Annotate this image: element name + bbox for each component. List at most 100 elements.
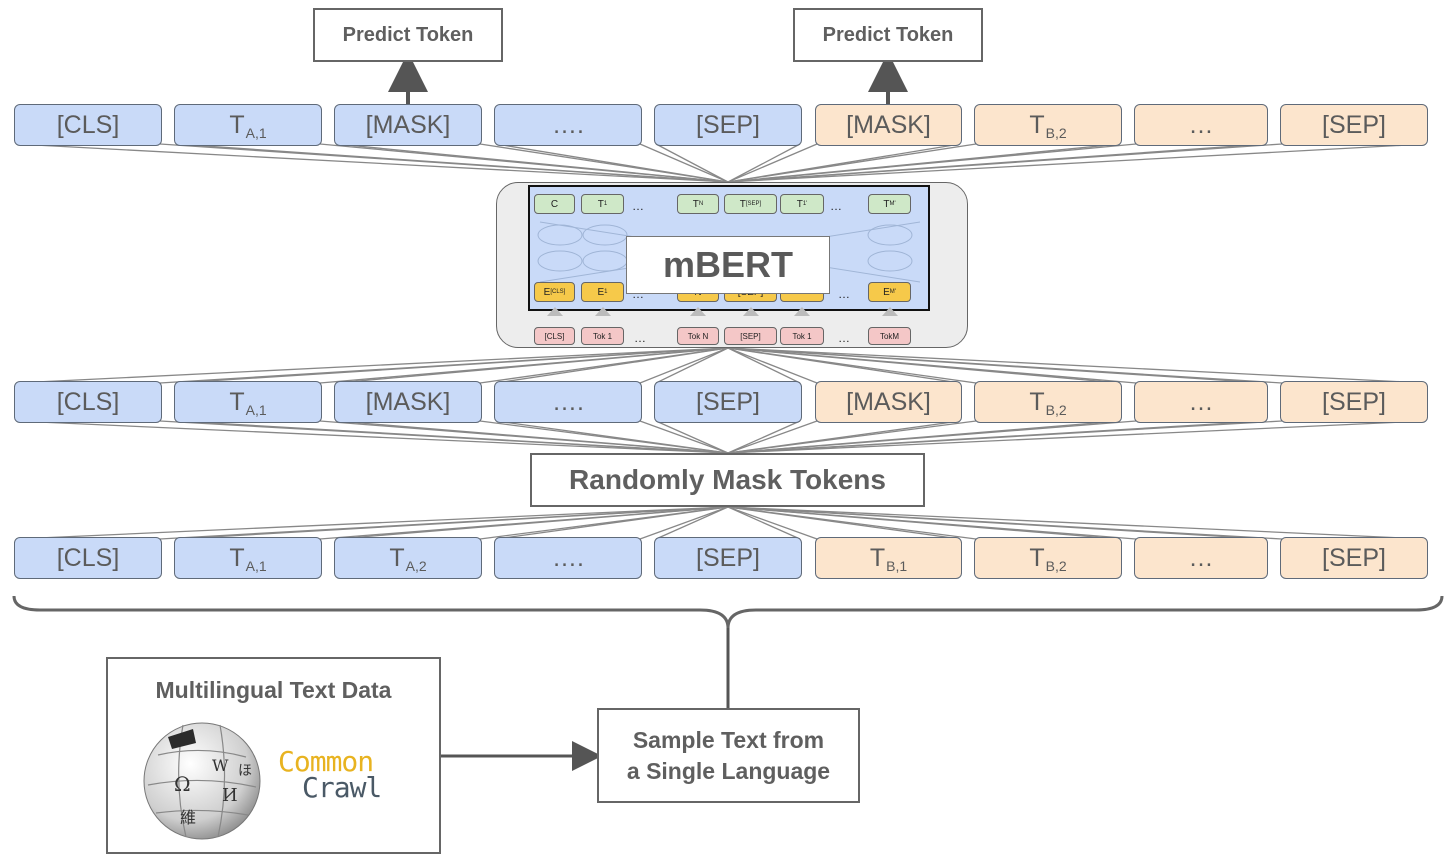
mbert-output-node-subscript: [SEP]	[745, 201, 762, 207]
svg-text:維: 維	[180, 808, 196, 827]
input-token-subscript: B,2	[1045, 558, 1067, 574]
fan-line-input-right	[319, 506, 729, 540]
output-token-8: [SEP]	[1280, 104, 1428, 146]
randomly-mask-tokens-label: Randomly Mask Tokens	[569, 464, 886, 495]
mbert-output-node-text: T	[597, 198, 604, 210]
sample-text-line2: a Single Language	[626, 757, 831, 784]
multilingual-text-data-box: Multilingual Text Data Ω W И 維 ほ Common …	[106, 657, 441, 854]
fan-line-input-right	[159, 506, 729, 540]
output-token-5: [MASK]	[815, 104, 962, 146]
mbert-ellipsis: …	[838, 331, 850, 345]
mbert-up-arrow-icon	[881, 307, 898, 316]
fan-line-masked-bottom-left	[15, 420, 729, 454]
fan-line-input-right	[727, 506, 1121, 540]
mbert-up-arrow-icon	[690, 307, 706, 316]
input-token-7: …	[1134, 537, 1268, 579]
masked-token-5: [MASK]	[815, 381, 962, 423]
common-crawl-logo-line1: Common	[278, 745, 374, 778]
fan-line-masked-bottom-right	[727, 420, 801, 454]
fan-line-masked-top-right	[159, 347, 729, 384]
mbert-output-node-text: T	[739, 198, 746, 210]
input-token-text: [CLS]	[56, 543, 120, 572]
output-token-text: [MASK]	[365, 110, 451, 139]
fan-line-output-left	[655, 143, 729, 183]
fan-line-output-right	[727, 143, 1121, 183]
input-token-text: [SEP]	[696, 543, 760, 572]
masked-token-text: [MASK]	[846, 387, 931, 416]
fan-line-masked-top-left	[15, 347, 729, 384]
fan-line-output-right	[727, 143, 961, 183]
input-token-text: …	[1188, 543, 1214, 572]
output-token-subscript: A,1	[245, 125, 267, 141]
masked-token-4: [SEP]	[654, 381, 802, 423]
mbert-up-arrow-icon	[546, 307, 563, 316]
output-token-text: [SEP]	[696, 110, 760, 139]
input-token-text: [SEP]	[1322, 543, 1386, 572]
mbert-input-node: [SEP]	[724, 327, 777, 345]
output-token-4: [SEP]	[654, 104, 802, 146]
svg-text:Ω: Ω	[174, 772, 191, 796]
mbert-ellipsis: …	[830, 199, 842, 213]
mbert-output-node: T[SEP]	[724, 194, 777, 214]
output-token-2: [MASK]	[334, 104, 482, 146]
fan-line-input-right	[479, 506, 729, 540]
fan-line-input-left	[15, 506, 729, 540]
mbert-input-node-text: [CLS]	[544, 331, 565, 341]
output-token-7: …	[1134, 104, 1268, 146]
mbert-embedding-node-subscript: [CLS]	[550, 289, 566, 295]
masked-token-text: [CLS]	[56, 387, 120, 416]
input-token-text: T	[1029, 543, 1045, 572]
input-token-text: T	[389, 543, 405, 572]
svg-text:W: W	[212, 756, 229, 775]
mbert-up-arrow-icon	[794, 307, 810, 316]
sample-text-box: Sample Text from a Single Language	[597, 708, 860, 803]
mbert-embedding-node-text: E	[543, 286, 551, 298]
fan-line-masked-top-right	[727, 347, 1427, 384]
fan-line-output-right	[479, 143, 729, 183]
fan-line-masked-top-right	[639, 347, 729, 384]
masked-token-7: …	[1134, 381, 1268, 423]
svg-text:ほ: ほ	[238, 763, 252, 779]
mbert-embedding-node: E[CLS]	[534, 282, 575, 302]
output-token-text: ….	[552, 110, 584, 139]
fan-line-output-right	[727, 143, 1427, 183]
mbert-output-node-text: C	[550, 198, 559, 210]
output-token-text: T	[1029, 110, 1045, 139]
mbert-input-node-text: TokM	[879, 331, 900, 341]
masked-token-subscript: A,1	[245, 402, 267, 418]
mbert-up-arrow-icon	[594, 307, 611, 316]
predict-token-label-right: Predict Token	[822, 23, 954, 46]
mbert-output-node-text: T	[883, 198, 890, 210]
output-token-text: …	[1188, 110, 1214, 139]
mbert-input-node: [CLS]	[534, 327, 575, 345]
fan-line-input-right	[727, 506, 1267, 540]
data-source-title: Multilingual Text Data	[155, 677, 392, 703]
fan-line-output-left	[15, 143, 729, 183]
fan-line-output-right	[639, 143, 729, 183]
fan-line-masked-bottom-right	[159, 420, 729, 454]
output-token-text: [CLS]	[56, 110, 120, 139]
randomly-mask-tokens-box: Randomly Mask Tokens	[530, 453, 925, 507]
masked-token-text: T	[229, 387, 245, 416]
mbert-output-node-subscript: N	[698, 201, 704, 207]
fan-line-masked-top-left	[727, 347, 818, 384]
masked-token-0: [CLS]	[14, 381, 162, 423]
mbert-input-node-text: Tok 1	[792, 331, 812, 341]
mbert-input-node-text: Tok 1	[592, 331, 613, 341]
svg-text:И: И	[222, 785, 238, 806]
masked-token-8: [SEP]	[1280, 381, 1428, 423]
fan-line-masked-top-right	[727, 347, 1267, 384]
fan-line-masked-bottom-right	[727, 420, 961, 454]
fan-line-masked-top-left	[655, 347, 729, 384]
masked-token-2: [MASK]	[334, 381, 482, 423]
mbert-up-arrow-icon	[742, 307, 759, 316]
fan-line-input-right	[639, 506, 729, 540]
